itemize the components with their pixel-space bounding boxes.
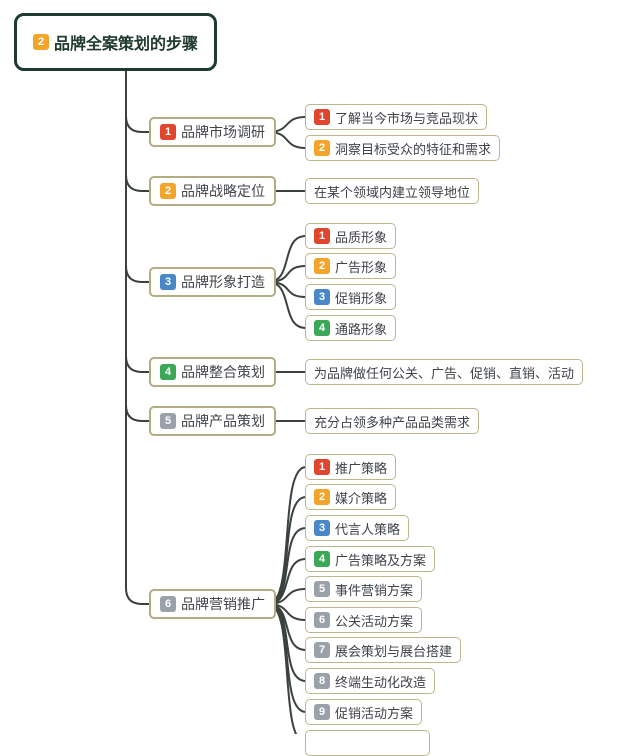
branch-marketing-promotion[interactable]: 6 品牌营销推广	[149, 589, 276, 619]
leaf-label: 展会策划与展台搭建	[335, 643, 453, 659]
priority-badge: 5	[160, 413, 176, 429]
leaf-label: 为品牌做任何公关、广告、促销、直销、活动	[314, 365, 575, 381]
priority-badge: 3	[314, 520, 330, 536]
leaf-label: 在某个领域内建立领导地位	[314, 184, 471, 200]
leaf-label: 公关活动方案	[335, 613, 414, 629]
priority-badge: 7	[314, 642, 330, 658]
leaf-quality-image[interactable]: 1 品质形象	[305, 223, 397, 249]
priority-badge: 2	[160, 183, 176, 199]
priority-badge: 9	[314, 704, 330, 720]
priority-badge: 3	[314, 289, 330, 305]
priority-badge: 4	[160, 364, 176, 380]
leaf-label: 通路形象	[335, 321, 388, 337]
branch-label: 品牌战略定位	[181, 183, 265, 199]
leaf-label: 广告策略及方案	[335, 552, 427, 568]
leaf-event-marketing-plan[interactable]: 5 事件营销方案	[305, 576, 423, 602]
leaf-integrated-activities[interactable]: 为品牌做任何公关、广告、促销、直销、活动	[305, 359, 584, 385]
branch-integration-planning[interactable]: 4 品牌整合策划	[149, 357, 276, 387]
leaf-label: 充分占领多种产品品类需求	[314, 414, 471, 430]
branch-label: 品牌市场调研	[181, 124, 265, 140]
priority-badge: 1	[160, 124, 176, 140]
priority-badge: 2	[314, 140, 330, 156]
leaf-label: 代言人策略	[335, 521, 401, 537]
leaf-label: 推广策略	[335, 460, 388, 476]
branch-product-planning[interactable]: 5 品牌产品策划	[149, 406, 276, 436]
priority-badge: 2	[314, 258, 330, 274]
leaf-channel-image[interactable]: 4 通路形象	[305, 315, 397, 341]
leaf-market-competitor-status[interactable]: 1 了解当今市场与竞品现状	[305, 104, 488, 130]
branch-image-building[interactable]: 3 品牌形象打造	[149, 267, 276, 297]
priority-badge: 6	[160, 596, 176, 612]
priority-badge: 5	[314, 581, 330, 597]
priority-badge: 1	[314, 459, 330, 475]
leaf-category-demand[interactable]: 充分占领多种产品品类需求	[305, 408, 480, 434]
leaf-label: 了解当今市场与竞品现状	[335, 110, 479, 126]
leaf-label: 洞察目标受众的特征和需求	[335, 141, 492, 157]
leaf-promotion-image[interactable]: 3 促销形象	[305, 284, 397, 310]
priority-badge: 2	[314, 489, 330, 505]
root-label: 品牌全案策划的步骤	[54, 36, 199, 53]
leaf-pr-activity-plan[interactable]: 6 公关活动方案	[305, 607, 423, 633]
mindmap-root-node[interactable]: 2 品牌全案策划的步骤	[14, 13, 218, 71]
leaf-label: 品质形象	[335, 229, 388, 245]
leaf-sales-promotion-plan[interactable]: 9 促销活动方案	[305, 699, 423, 725]
leaf-label: 促销形象	[335, 290, 388, 306]
branch-market-research[interactable]: 1 品牌市场调研	[149, 117, 276, 147]
leaf-exhibition-planning[interactable]: 7 展会策划与展台搭建	[305, 637, 462, 663]
priority-badge: 6	[314, 612, 330, 628]
leaf-label: 事件营销方案	[335, 582, 414, 598]
priority-badge: 1	[314, 228, 330, 244]
leaf-promotion-strategy[interactable]: 1 推广策略	[305, 454, 397, 480]
priority-badge: 4	[314, 320, 330, 336]
leaf-label: 媒介策略	[335, 490, 388, 506]
leaf-label: 终端生动化改造	[335, 674, 427, 690]
leaf-label: 广告形象	[335, 259, 388, 275]
branch-label: 品牌营销推广	[181, 596, 265, 612]
branch-label: 品牌产品策划	[181, 413, 265, 429]
priority-badge: 1	[314, 109, 330, 125]
branch-label: 品牌整合策划	[181, 364, 265, 380]
priority-badge: 3	[160, 274, 176, 290]
leaf-ad-strategy-plan[interactable]: 4 广告策略及方案	[305, 546, 436, 572]
leaf-audience-insight[interactable]: 2 洞察目标受众的特征和需求	[305, 135, 501, 161]
leaf-label: 促销活动方案	[335, 705, 414, 721]
branch-strategy-positioning[interactable]: 2 品牌战略定位	[149, 176, 276, 206]
priority-badge: 2	[33, 34, 49, 50]
leaf-terminal-vitalization[interactable]: 8 终端生动化改造	[305, 668, 436, 694]
leaf-media-strategy[interactable]: 2 媒介策略	[305, 484, 397, 510]
leaf-advertising-image[interactable]: 2 广告形象	[305, 253, 397, 279]
branch-label: 品牌形象打造	[181, 274, 265, 290]
priority-badge: 8	[314, 673, 330, 689]
priority-badge: 4	[314, 551, 330, 567]
leaf-spokesperson-strategy[interactable]: 3 代言人策略	[305, 515, 410, 541]
leaf-leadership-position[interactable]: 在某个领域内建立领导地位	[305, 178, 480, 204]
